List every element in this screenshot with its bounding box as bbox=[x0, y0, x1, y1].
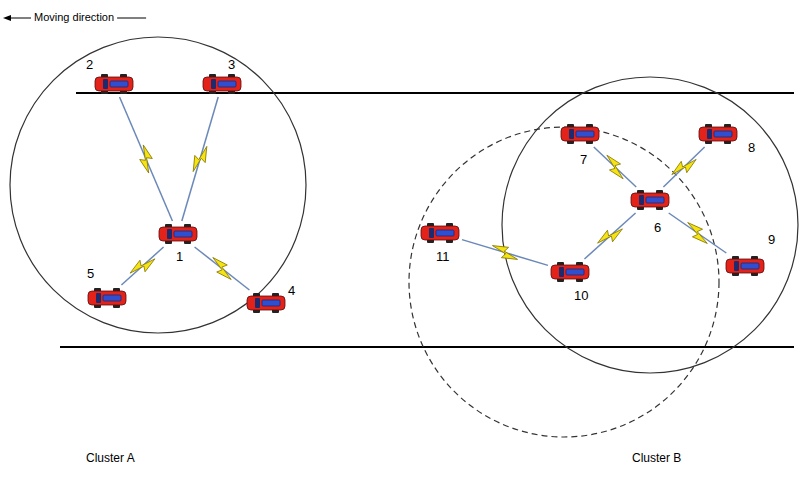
wireless-link bbox=[462, 240, 548, 266]
car-stripe bbox=[103, 295, 121, 301]
car-stripe bbox=[646, 197, 664, 203]
callout-number: 6 bbox=[654, 221, 661, 234]
direction-label: Moving direction bbox=[34, 12, 114, 23]
wireless-link bbox=[584, 213, 635, 259]
car-body bbox=[551, 265, 589, 279]
direction-arrow bbox=[9, 18, 31, 19]
car-body bbox=[159, 227, 197, 241]
callout-number: 11 bbox=[436, 250, 450, 263]
vehicle-node: 5 bbox=[87, 287, 127, 309]
car-windshield bbox=[255, 298, 260, 308]
car-windshield bbox=[559, 267, 564, 277]
lightning-bolt bbox=[683, 220, 713, 246]
vehicle-node: 11 bbox=[420, 222, 460, 244]
cluster-label: Cluster B bbox=[632, 452, 681, 464]
car-body bbox=[247, 296, 285, 310]
car-icon bbox=[550, 261, 590, 283]
car-body bbox=[203, 77, 241, 91]
car-windshield bbox=[96, 293, 101, 303]
cluster-range bbox=[502, 77, 798, 373]
lightning-bolt bbox=[135, 144, 157, 174]
direction-arrow bbox=[117, 18, 146, 19]
callout-number: 1 bbox=[176, 250, 183, 263]
car-stripe bbox=[262, 300, 280, 306]
car-body bbox=[421, 226, 459, 240]
lightning-bolt bbox=[670, 153, 698, 181]
car-icon bbox=[246, 292, 286, 314]
car-icon bbox=[725, 255, 765, 277]
callout-number: 2 bbox=[86, 58, 93, 71]
wireless-link bbox=[120, 97, 173, 221]
lightning-bolt bbox=[490, 243, 520, 263]
wireless-link bbox=[121, 247, 163, 285]
car-body bbox=[88, 291, 126, 305]
vehicle-node: 1 bbox=[158, 223, 198, 245]
vehicle-node: 7 bbox=[560, 123, 600, 145]
callout-number: 5 bbox=[87, 267, 94, 280]
car-icon bbox=[94, 73, 134, 95]
car-body bbox=[699, 127, 737, 141]
car-windshield bbox=[429, 228, 434, 238]
car-body bbox=[631, 193, 669, 207]
callout-number: 4 bbox=[288, 284, 295, 297]
car-stripe bbox=[566, 269, 584, 275]
vehicle-node: 8 bbox=[698, 123, 738, 145]
car-icon bbox=[420, 222, 460, 244]
wireless-link bbox=[182, 97, 218, 221]
car-windshield bbox=[211, 79, 216, 89]
lightning-bolt bbox=[128, 252, 157, 280]
lightning-bolt bbox=[596, 222, 625, 250]
car-icon bbox=[202, 73, 242, 95]
car-icon bbox=[87, 287, 127, 309]
wireless-link bbox=[669, 213, 727, 253]
callout-number: 7 bbox=[580, 153, 587, 166]
vehicle-node: 2 bbox=[94, 73, 134, 95]
car-stripe bbox=[576, 131, 594, 137]
road-edge bbox=[76, 92, 794, 94]
car-stripe bbox=[741, 263, 759, 269]
vehicle-node: 6 bbox=[630, 189, 670, 211]
wireless-link bbox=[594, 147, 636, 187]
car-stripe bbox=[110, 81, 128, 87]
relay-range bbox=[409, 127, 719, 437]
vehicle-node: 4 bbox=[246, 292, 286, 314]
callout-number: 3 bbox=[228, 58, 235, 71]
car-body bbox=[561, 127, 599, 141]
direction-arrowhead bbox=[3, 15, 11, 21]
wireless-link bbox=[663, 147, 704, 187]
road-edge bbox=[60, 346, 794, 348]
car-stripe bbox=[436, 230, 454, 236]
callout-number: 8 bbox=[748, 141, 755, 154]
car-stripe bbox=[174, 231, 192, 237]
callout-number: 9 bbox=[768, 233, 775, 246]
callout-number: 10 bbox=[574, 289, 588, 302]
car-windshield bbox=[569, 129, 574, 139]
car-icon bbox=[698, 123, 738, 145]
car-stripe bbox=[714, 131, 732, 137]
vehicle-node: 3 bbox=[202, 73, 242, 95]
lightning-bolt bbox=[207, 255, 236, 282]
wireless-link bbox=[195, 247, 250, 290]
car-icon bbox=[630, 189, 670, 211]
car-windshield bbox=[734, 261, 739, 271]
car-icon bbox=[158, 223, 198, 245]
car-icon bbox=[560, 123, 600, 145]
lightning-bolt bbox=[190, 144, 209, 174]
car-windshield bbox=[167, 229, 172, 239]
car-stripe bbox=[218, 81, 236, 87]
vehicle-node: 10 bbox=[550, 261, 590, 283]
car-windshield bbox=[103, 79, 108, 89]
cluster-range bbox=[10, 37, 306, 333]
vehicle-node: 9 bbox=[725, 255, 765, 277]
lightning-bolt bbox=[601, 153, 630, 181]
cluster-label: Cluster A bbox=[86, 452, 135, 464]
car-windshield bbox=[639, 195, 644, 205]
car-body bbox=[726, 259, 764, 273]
car-windshield bbox=[707, 129, 712, 139]
car-body bbox=[95, 77, 133, 91]
